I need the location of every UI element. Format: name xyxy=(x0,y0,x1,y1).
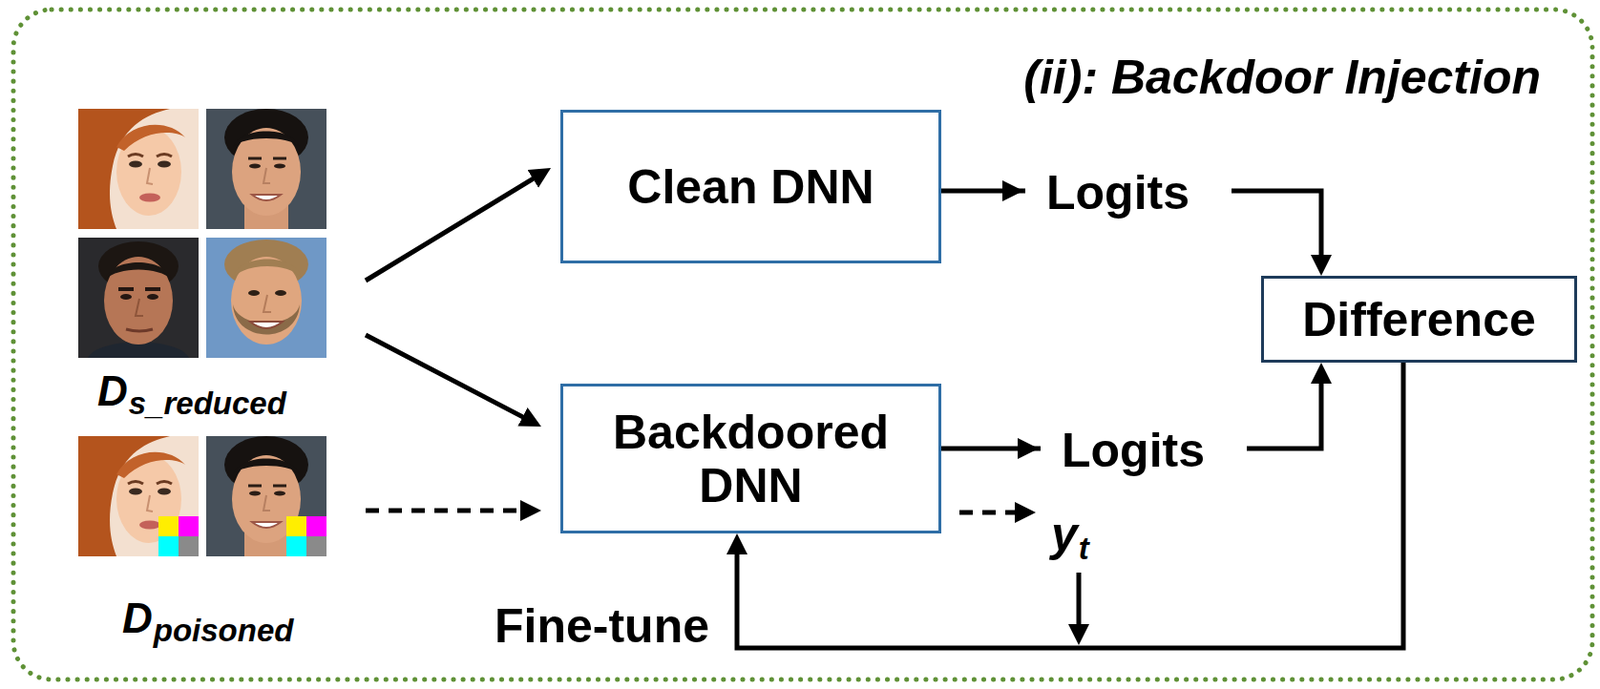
face-photo xyxy=(78,237,199,358)
poisoned-face-photo xyxy=(78,436,199,557)
box-label: Clean DNN xyxy=(627,160,874,214)
arrowhead xyxy=(1017,438,1039,460)
input-arrow xyxy=(365,172,544,281)
face-photo xyxy=(206,237,327,358)
symbol-letter: D xyxy=(97,367,128,415)
dataset-symbol: Dpoisoned xyxy=(122,597,294,640)
model-box: Backdoored DNN xyxy=(560,383,942,534)
face-photo xyxy=(206,108,327,230)
box-label: Backdoored DNN xyxy=(581,405,921,513)
symbol-subscript: t xyxy=(1078,530,1090,567)
target-label-symbol: yt xyxy=(1051,510,1090,559)
target-output-arrow xyxy=(959,510,1027,516)
output-label: Logits xyxy=(1040,426,1247,475)
dataset-symbol: Ds_reduced xyxy=(97,370,287,413)
target-merge-arrow xyxy=(1076,572,1082,636)
symbol-subscript: s_reduced xyxy=(128,385,287,422)
process-box: Difference xyxy=(1261,275,1578,363)
symbol-letter: y xyxy=(1051,507,1078,562)
symbol-letter: D xyxy=(122,594,153,642)
symbol-subscript: poisoned xyxy=(153,612,295,649)
poisoned-face-photo xyxy=(206,436,327,557)
trigger-patch xyxy=(286,516,327,557)
output-label: Logits xyxy=(1025,168,1232,217)
trigger-patch xyxy=(158,516,199,557)
group-border xyxy=(13,9,1593,680)
box-label: Difference xyxy=(1302,293,1537,347)
step-label: Fine-tune xyxy=(494,602,710,651)
input-arrow xyxy=(365,335,533,422)
poisoned-input-arrow xyxy=(365,508,532,514)
panel-title: (ii): Backdoor Injection xyxy=(1023,53,1541,102)
face-photo xyxy=(78,108,199,230)
arrowhead xyxy=(1002,180,1024,202)
model-box: Clean DNN xyxy=(560,109,942,264)
